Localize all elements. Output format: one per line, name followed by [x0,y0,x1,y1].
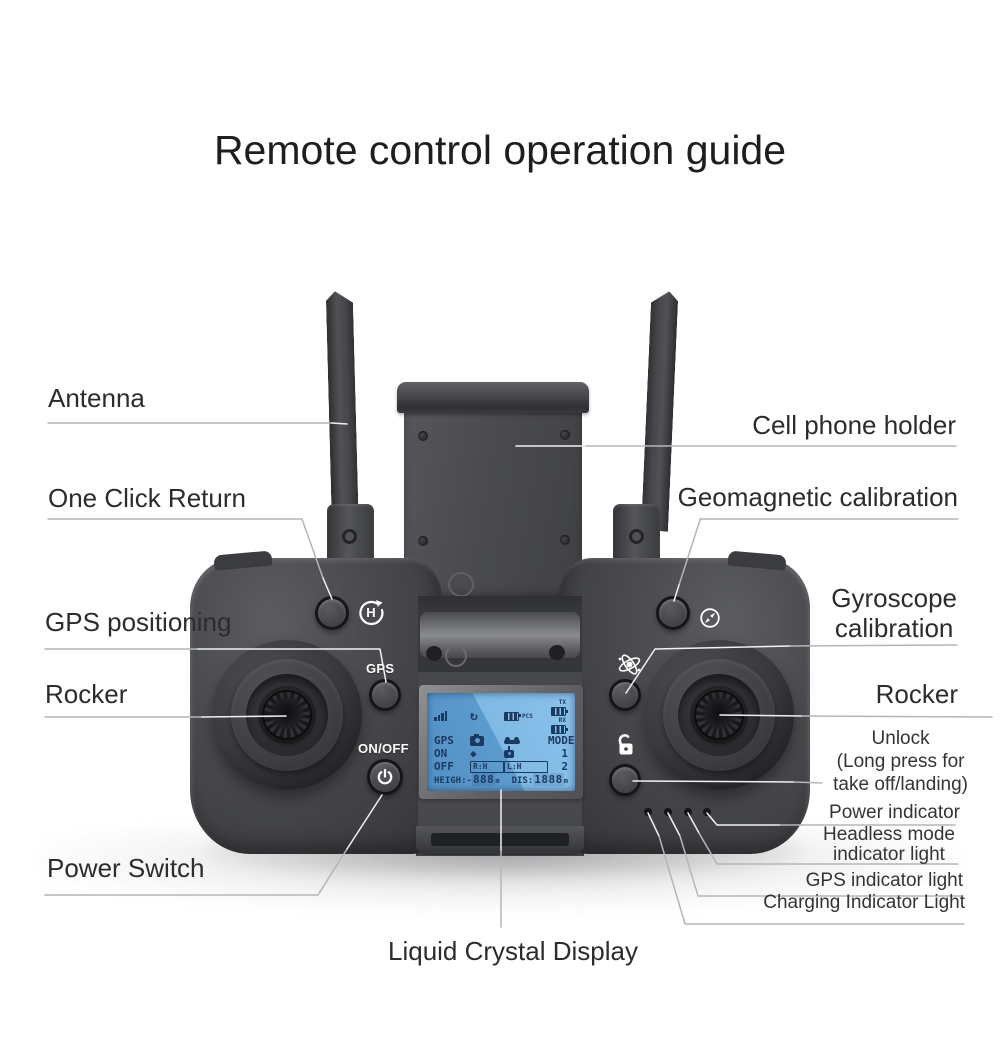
cell-phone-holder-clamp [397,382,589,413]
lcd-row-on: ON ◆ 1 [434,745,568,760]
label-antenna: Antenna [48,383,145,413]
lcd-screen: ↻ PCS TX RX GPS MODE ON ◆ 1 OFF R:H L:H … [427,693,575,791]
gps-button-label: GPS [366,661,395,676]
label-rocker-left: Rocker [45,679,128,709]
label-gps-indicator-light: GPS indicator light [805,870,963,891]
svg-text:H: H [366,605,375,620]
gps-indicator-led [664,808,672,816]
leader-rocker-right [801,715,993,718]
label-rocker-right: Rocker [875,679,958,709]
leader-charging-indicator [658,835,965,925]
tx-battery-icon [551,707,568,716]
return-arrow-icon: ↻ [470,708,478,724]
camera-icon [470,733,484,746]
label-headless-mode: Headless mode indicator light [822,824,955,865]
page-title: Remote control operation guide [213,127,787,174]
holder-screw [560,430,570,440]
power-indicator-led [703,808,711,816]
label-charging-indicator-light: Charging Indicator Light [763,892,965,913]
leader-power-switch [44,848,348,896]
compartment-ring [445,645,467,667]
on-off-button-label: ON/OFF [358,741,409,756]
return-home-icon: H [359,600,384,626]
lcd-row-off: OFF R:H L:H 2 [434,760,568,773]
label-cell-phone-holder: Cell phone holder [752,410,956,440]
leader-headless-mode [698,832,959,865]
holder-screw [418,536,428,546]
gyroscope-icon [618,654,641,675]
right-hand-mode-box: R:H [470,760,504,773]
cell-phone-holder-plate [404,384,582,597]
lcd-row-telemetry: HEIGH:-888m DIS:1888m [434,773,568,786]
geomagnetic-calibration-button [656,596,690,630]
battery-icon [504,711,521,721]
left-hand-mode-box: L:H [504,760,548,773]
label-gyroscope-calibration: Gyroscope calibration [831,583,957,643]
left-hinge-hole [342,529,357,544]
unlock-button [609,764,641,796]
leader-unlock [793,781,823,784]
power-icon [377,768,393,785]
holder-screw [560,535,570,545]
height-readout: HEIGH:-888m [434,773,500,786]
signal-strength-icon [434,711,470,721]
label-power-indicator: Power indicator [829,802,960,823]
label-gps-positioning: GPS positioning [45,607,232,637]
label-power-switch: Power Switch [47,853,205,883]
leader-gps-indicator [679,835,963,897]
drone-icon [504,736,520,745]
gyroscope-calibration-button [609,679,641,711]
lcd-row-status: ↻ PCS TX RX [434,698,568,734]
power-switch-button [367,759,403,795]
unlock-padlock-icon [618,734,633,755]
compass-icon [700,608,720,628]
charging-indicator-led [644,808,652,816]
battery-count: PCS [504,709,548,723]
headless-mode-indicator-led [684,808,692,816]
label-one-click-return: One Click Return [48,483,246,513]
right-hinge-hole [629,529,644,544]
memory-card-icon: ◆ [470,747,477,760]
label-geomagnetic-calibration: Geomagnetic calibration [677,482,958,512]
left-rocker-joystick [212,640,362,790]
left-rocker-knob [262,690,312,740]
holder-screw [418,431,428,441]
label-unlock: Unlock (Long press for take off/landing) [833,728,968,795]
compartment-screw [426,646,442,661]
leader-one-click-return [47,518,324,579]
compartment-screw [549,645,565,660]
distance-readout: DIS:1888m [511,773,568,786]
label-liquid-crystal-display: Liquid Crystal Display [388,936,638,966]
lcd-row-gps: GPS MODE [434,733,575,747]
tx-rx-battery: TX RX [548,698,568,734]
controller-icon [504,745,514,758]
bottom-slot [431,833,569,846]
rx-battery-icon [551,725,568,734]
leader-gyroscope-calibration [789,644,958,647]
